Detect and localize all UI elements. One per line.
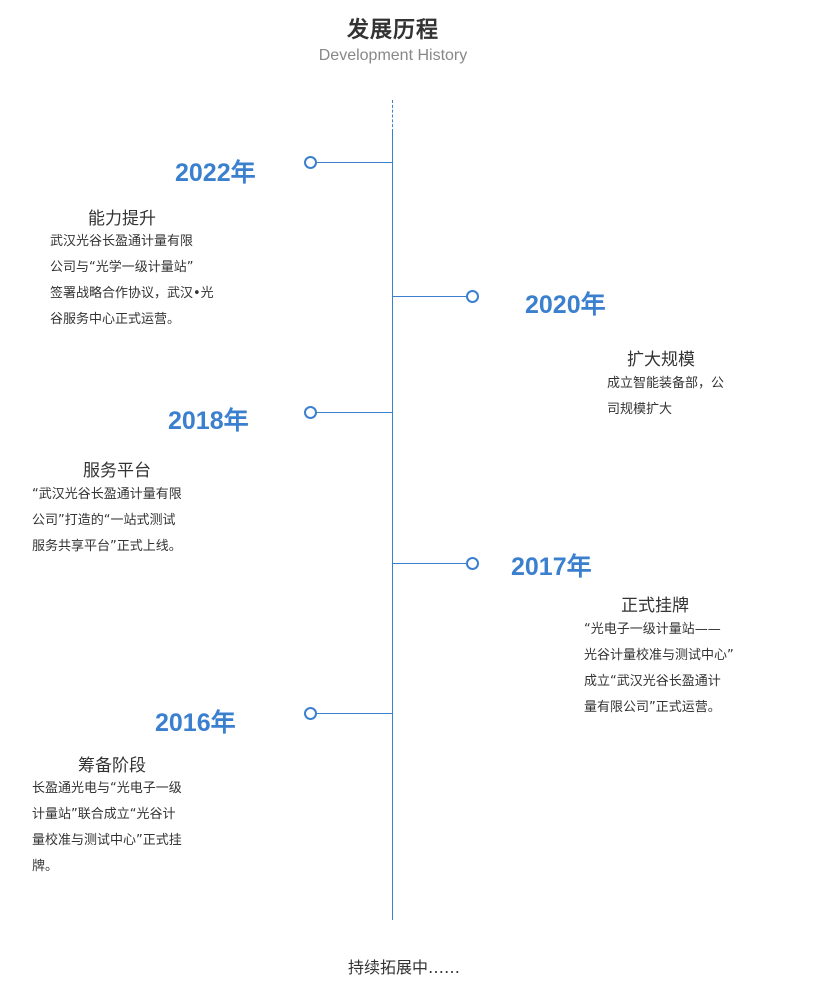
timeline-branch — [393, 563, 467, 564]
timeline-dot — [304, 707, 317, 720]
timeline-year: 2016年 — [155, 709, 236, 737]
timeline-heading: 正式挂牌 — [621, 596, 689, 616]
timeline-description: “光电子一级计量站—— 光谷计量校准与测试中心” 成立“武汉光谷长盈通计 量有限… — [584, 617, 734, 721]
timeline-description: “武汉光谷长盈通计量有限 公司”打造的“一站式测试 服务共享平台”正式上线。 — [32, 482, 182, 560]
timeline-dot — [466, 290, 479, 303]
timeline-dot — [304, 156, 317, 169]
description-line: 武汉光谷长盈通计量有限 — [50, 234, 194, 249]
timeline-branch — [315, 412, 392, 413]
description-line: 计量站”联合成立“光谷计 — [32, 807, 176, 822]
timeline-year: 2017年 — [511, 553, 592, 581]
description-line: 成立智能装备部，公 — [607, 376, 725, 391]
description-line: 服务共享平台”正式上线。 — [32, 539, 182, 554]
timeline-dot — [466, 557, 479, 570]
timeline-description: 成立智能装备部，公 司规模扩大 — [607, 371, 724, 423]
description-line: 光谷计量校准与测试中心” — [584, 648, 734, 663]
timeline-heading: 服务平台 — [83, 461, 151, 481]
timeline-description: 武汉光谷长盈通计量有限 公司与“光学一级计量站” 签署战略合作协议，武汉•光 谷… — [50, 229, 214, 333]
description-line: “武汉光谷长盈通计量有限 — [32, 487, 182, 502]
description-line: 谷服务中心正式运营。 — [50, 312, 181, 327]
description-line: 长盈通光电与“光电子一级 — [32, 781, 182, 796]
timeline-year: 2020年 — [525, 291, 606, 319]
footer-text: 持续拓展中…… — [347, 958, 460, 977]
description-line: 量有限公司”正式运营。 — [584, 700, 721, 715]
timeline-branch — [315, 162, 392, 163]
page-title: 发展历程 — [346, 18, 439, 43]
timeline-description: 长盈通光电与“光电子一级 计量站”联合成立“光谷计 量校准与测试中心”正式挂 牌… — [32, 776, 182, 880]
description-line: 公司与“光学一级计量站” — [50, 260, 194, 275]
timeline-dot — [304, 406, 317, 419]
timeline-heading: 扩大规模 — [627, 350, 695, 370]
description-line: 签署战略合作协议，武汉•光 — [50, 286, 214, 301]
page-subtitle: Development History — [318, 47, 468, 64]
description-line: 量校准与测试中心”正式挂 — [32, 833, 182, 848]
timeline-axis — [392, 132, 393, 920]
timeline-year: 2022年 — [175, 159, 256, 187]
timeline-heading: 能力提升 — [88, 209, 156, 229]
timeline-branch — [393, 296, 467, 297]
description-line: “光电子一级计量站—— — [584, 622, 721, 637]
timeline-heading: 筹备阶段 — [78, 756, 146, 776]
timeline-axis-dashed — [392, 100, 393, 132]
description-line: 公司”打造的“一站式测试 — [32, 513, 176, 528]
description-line: 成立“武汉光谷长盈通计 — [584, 674, 721, 689]
timeline-branch — [315, 713, 392, 714]
timeline-year: 2018年 — [168, 407, 249, 435]
description-line: 司规模扩大 — [607, 402, 673, 417]
description-line: 牌。 — [32, 859, 59, 874]
